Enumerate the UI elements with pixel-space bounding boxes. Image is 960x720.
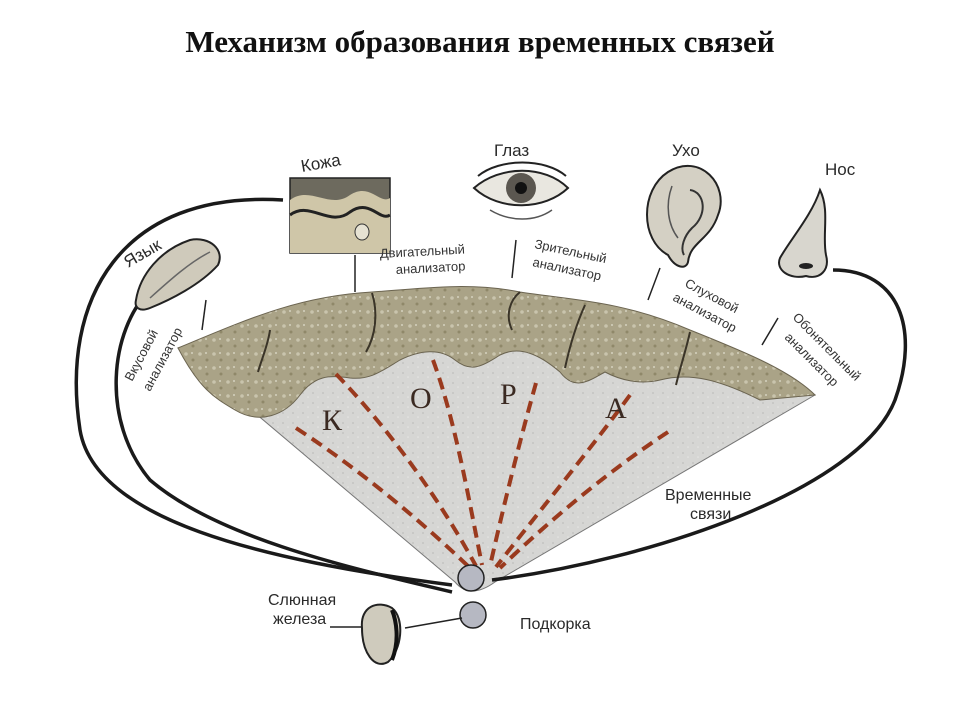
cortex-letter-o: О — [410, 382, 432, 415]
motor-analyzer-label: Двигательный анализатор — [379, 242, 465, 277]
taste-analyzer-label: Вкусовой анализатор — [121, 325, 185, 394]
svg-text:связи: связи — [690, 506, 731, 523]
nose-icon — [779, 190, 827, 277]
eye-label: Глаз — [494, 141, 529, 160]
salivary-gland-label: Слюнная железа — [268, 592, 336, 628]
nose-label: Нос — [825, 160, 856, 179]
cortex-letter-r: Р — [500, 378, 517, 411]
eye-icon — [474, 163, 568, 220]
cortex-letter-a: А — [605, 392, 627, 425]
svg-text:железа: железа — [273, 611, 326, 628]
subcortex-nucleus-upper — [458, 565, 484, 591]
svg-text:Слюнная: Слюнная — [268, 592, 336, 609]
ear-icon — [647, 166, 721, 267]
visual-analyzer-label: Зрительный анализатор — [531, 236, 608, 283]
salivary-gland-icon — [330, 605, 462, 664]
olfactory-analyzer-label: Обонятельный анализатор — [782, 310, 864, 390]
subcortex-nucleus-lower — [460, 602, 486, 628]
skin-label: Кожа — [299, 150, 342, 176]
svg-text:анализатор: анализатор — [395, 258, 465, 277]
subcortex-label: Подкорка — [520, 616, 591, 633]
skin-icon — [290, 178, 390, 253]
cortex-letter-k: К — [322, 404, 343, 437]
svg-text:Временные: Временные — [665, 487, 752, 504]
ear-label: Ухо — [672, 141, 700, 160]
